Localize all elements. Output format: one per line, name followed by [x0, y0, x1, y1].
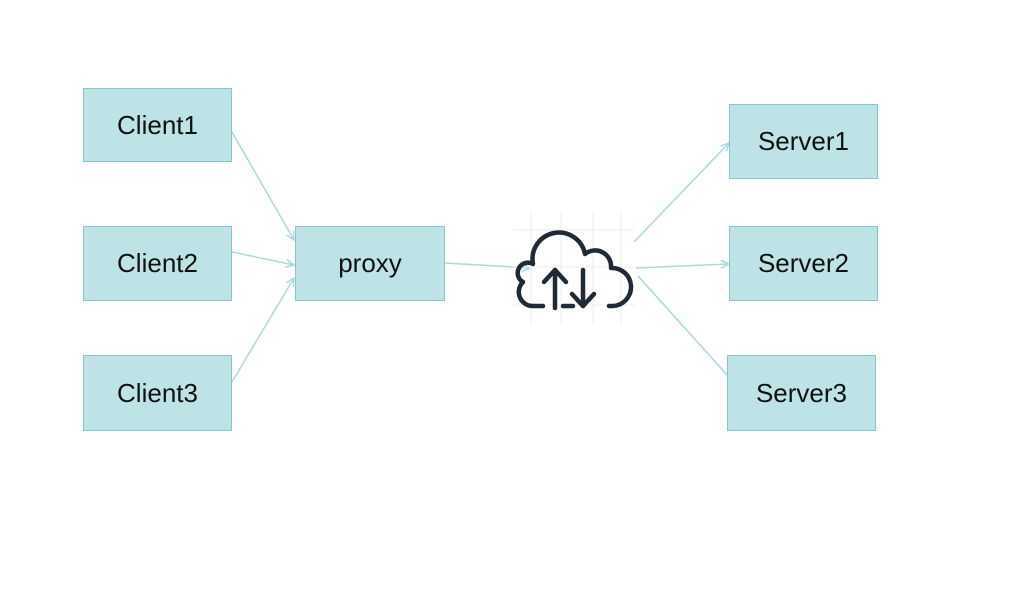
connector-cloud-server3 [637, 275, 729, 377]
client2-node: Client2 [83, 226, 232, 301]
connector-client2-proxy [231, 251, 294, 265]
client3-node: Client3 [83, 355, 232, 431]
connector-client3-proxy [231, 278, 294, 383]
connector-cloud-server2 [635, 264, 729, 268]
connector-cloud-server1 [633, 143, 729, 243]
server1-node: Server1 [729, 104, 878, 179]
upload-arrow [541, 267, 569, 311]
cloud-upload-download-icon [513, 212, 635, 324]
server2-node: Server2 [729, 226, 878, 301]
server3-node: Server3 [727, 355, 876, 431]
proxy-node: proxy [295, 226, 445, 301]
download-arrow [569, 267, 597, 309]
cloud-outline [515, 230, 634, 309]
connector-client1-proxy [231, 131, 294, 240]
client1-node: Client1 [83, 88, 232, 162]
